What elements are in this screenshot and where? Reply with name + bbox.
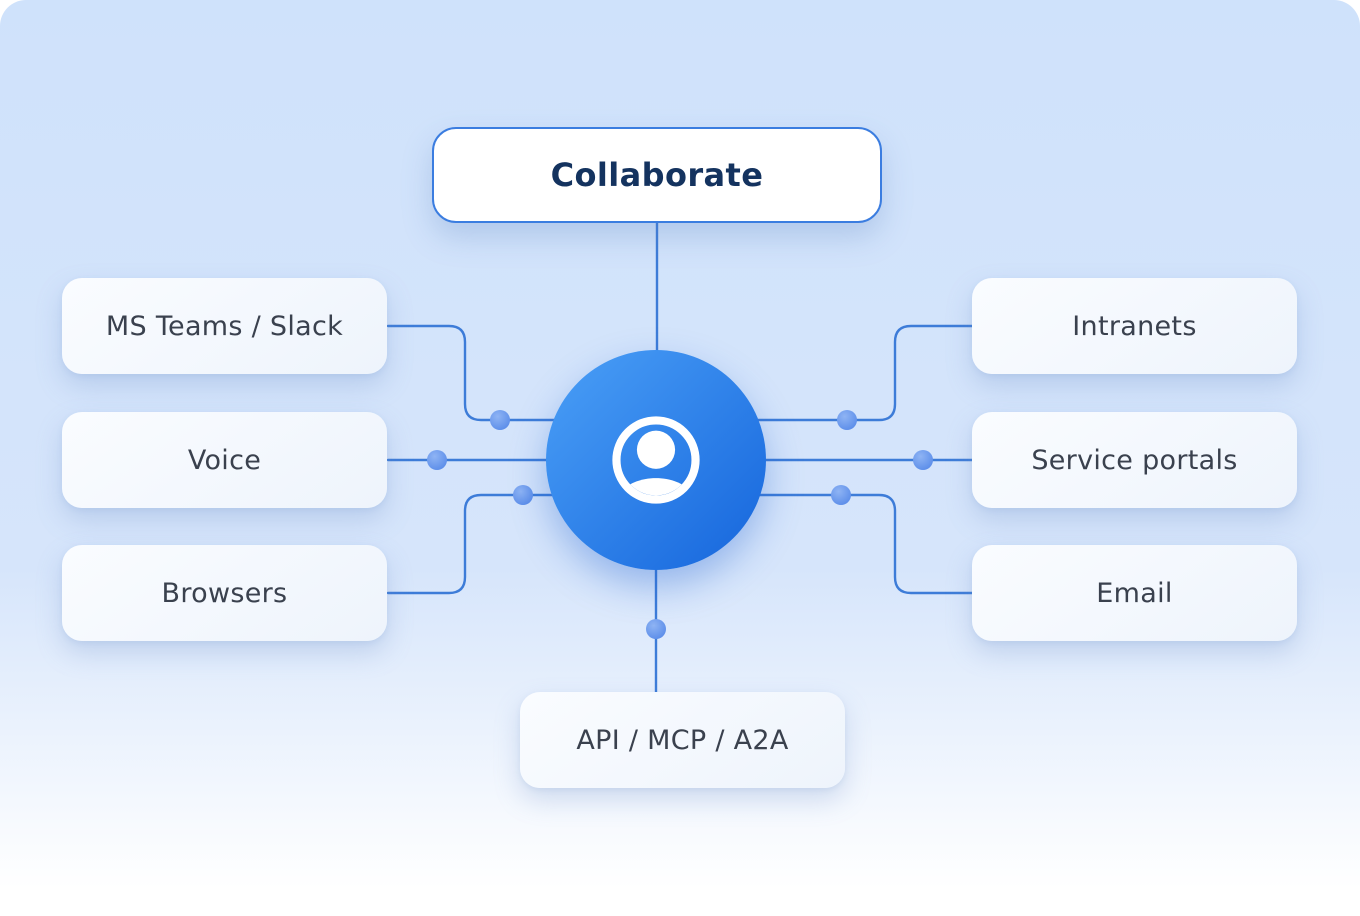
connector-left-bottom <box>386 493 556 595</box>
connector-right-bottom <box>757 493 974 595</box>
user-icon <box>612 416 700 504</box>
connector-dot <box>913 450 933 470</box>
node-label: Email <box>1096 577 1173 609</box>
node-label: MS Teams / Slack <box>105 310 344 342</box>
connector-dot <box>513 485 533 505</box>
node-label: Collaborate <box>550 156 764 194</box>
connector-dot <box>427 450 447 470</box>
node-collaborate: Collaborate <box>432 127 882 223</box>
connector-dot <box>646 619 666 639</box>
node-ms-teams-slack: MS Teams / Slack <box>62 278 387 374</box>
node-email: Email <box>972 545 1297 641</box>
node-api-mcp-a2a: API / MCP / A2A <box>520 692 845 788</box>
center-hub <box>546 350 766 570</box>
connector-left-top <box>386 324 558 422</box>
node-label: Browsers <box>161 577 288 609</box>
connector-dot <box>831 485 851 505</box>
node-service-portals: Service portals <box>972 412 1297 508</box>
node-label: API / MCP / A2A <box>576 724 789 756</box>
node-label: Voice <box>187 444 262 476</box>
node-browsers: Browsers <box>62 545 387 641</box>
connector-right-top <box>755 324 974 422</box>
node-voice: Voice <box>62 412 387 508</box>
connector-dot <box>490 410 510 430</box>
connector-dot <box>837 410 857 430</box>
node-label: Intranets <box>1072 310 1197 342</box>
node-label: Service portals <box>1031 444 1238 476</box>
node-intranets: Intranets <box>972 278 1297 374</box>
